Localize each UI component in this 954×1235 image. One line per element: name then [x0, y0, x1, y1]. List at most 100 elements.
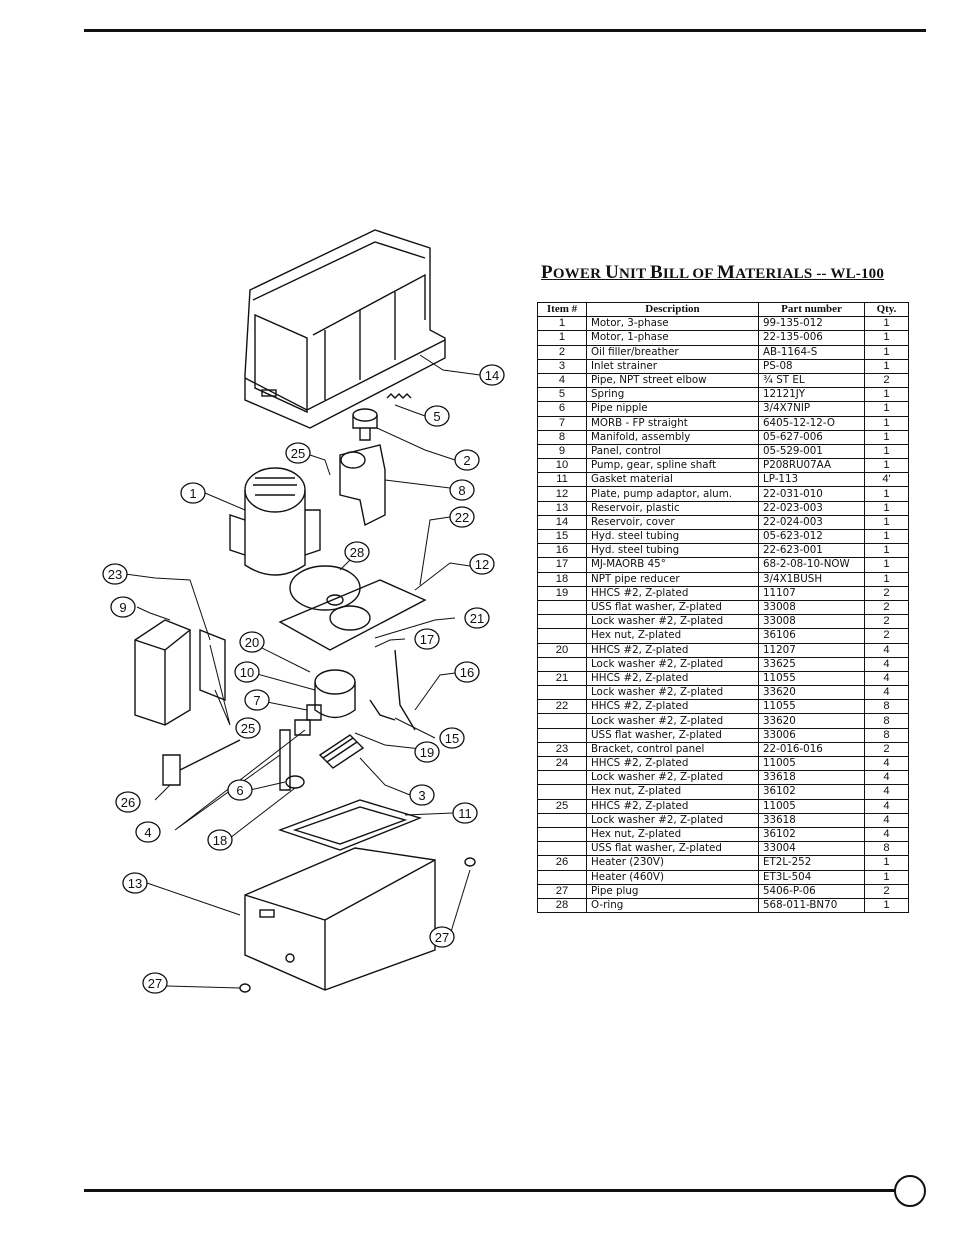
part-number-cell: 22-031-010: [758, 486, 865, 502]
qty-cell: 8: [864, 727, 909, 743]
callout-4: 4: [135, 821, 161, 843]
part-number-cell: 6405-12-12-O: [758, 415, 865, 431]
description-cell: Hex nut, Z-plated: [586, 826, 759, 843]
description-cell: Heater (230V): [586, 855, 759, 871]
qty-cell: 4: [864, 656, 909, 672]
qty-cell: 4: [864, 685, 909, 701]
qty-cell: 8: [864, 713, 909, 729]
spring-part: [386, 393, 412, 399]
item-cell: 12: [537, 486, 587, 502]
svg-text:27: 27: [435, 930, 449, 945]
item-cell: 1: [537, 330, 587, 346]
svg-text:13: 13: [128, 876, 142, 891]
reservoir-cover-part: [244, 229, 446, 429]
item-cell: [537, 628, 587, 644]
description-cell: NPT pipe reducer: [586, 571, 759, 587]
svg-text:14: 14: [485, 368, 499, 383]
part-number-cell: 68-2-08-10-NOW: [758, 557, 865, 573]
qty-cell: 2: [864, 614, 909, 630]
callout-22: 22: [449, 506, 475, 528]
description-cell: Motor, 1-phase: [586, 330, 759, 346]
callout-7: 7: [244, 689, 270, 711]
item-cell: 25: [537, 798, 587, 814]
item-cell: 15: [537, 528, 587, 545]
qty-cell: 1: [864, 897, 909, 914]
pipe-reducer-part: [285, 775, 305, 789]
description-cell: Lock washer #2, Z-plated: [586, 614, 759, 630]
part-number-cell: 33625: [758, 656, 865, 672]
part-number-cell: 33620: [758, 685, 865, 701]
qty-cell: 1: [864, 486, 909, 502]
part-number-cell: 05-529-001: [758, 443, 865, 460]
part-number-cell: 33618: [758, 812, 865, 828]
item-cell: 20: [537, 642, 587, 658]
description-cell: Heater (460V): [586, 869, 759, 885]
qty-cell: 8: [864, 841, 909, 857]
qty-cell: 4: [864, 798, 909, 814]
item-cell: 2: [537, 344, 587, 360]
breather-part: [352, 408, 378, 441]
description-cell: Spring: [586, 387, 759, 403]
bom-title-word-1: POWER: [541, 262, 606, 283]
description-cell: Pipe nipple: [586, 401, 759, 417]
item-cell: 13: [537, 500, 587, 516]
description-cell: Gasket material: [586, 472, 759, 488]
svg-text:16: 16: [460, 665, 474, 680]
qty-cell: 1: [864, 316, 909, 332]
item-cell: 18: [537, 571, 587, 587]
item-cell: 8: [537, 429, 587, 445]
qty-cell: 4: [864, 784, 909, 800]
callout-19: 19: [414, 741, 440, 763]
qty-cell: 2: [864, 599, 909, 616]
pipe-plug-27-lower: [239, 983, 251, 993]
description-cell: USS flat washer, Z-plated: [586, 841, 759, 857]
part-number-cell: AB-1164-S: [758, 344, 865, 360]
qty-cell: 8: [864, 699, 909, 715]
part-number-cell: 12121JY: [758, 387, 865, 403]
svg-text:15: 15: [445, 731, 459, 746]
part-number-cell: 33008: [758, 599, 865, 616]
item-cell: 24: [537, 755, 587, 772]
straight-fitting-part: [306, 704, 322, 721]
callout-25-bottom: 25: [235, 717, 261, 739]
svg-text:11: 11: [458, 806, 472, 821]
header-part-number: Part number: [758, 301, 865, 318]
svg-text:23: 23: [108, 567, 122, 582]
qty-cell: 1: [864, 429, 909, 445]
part-number-cell: 568-011-BN70: [758, 897, 865, 914]
item-cell: [537, 841, 587, 857]
part-number-cell: 33618: [758, 770, 865, 786]
description-cell: Reservoir, plastic: [586, 500, 759, 516]
item-cell: 23: [537, 741, 587, 758]
description-cell: Motor, 3-phase: [586, 316, 759, 332]
part-number-cell: 05-627-006: [758, 429, 865, 445]
pump-part: [314, 669, 356, 719]
qty-cell: 1: [864, 330, 909, 346]
description-cell: Pipe plug: [586, 883, 759, 899]
item-cell: 22: [537, 699, 587, 715]
description-cell: Inlet strainer: [586, 358, 759, 374]
part-number-cell: 22-623-001: [758, 543, 865, 559]
svg-text:20: 20: [245, 635, 259, 650]
qty-cell: 2: [864, 585, 909, 601]
callout-8: 8: [449, 479, 475, 501]
svg-text:3: 3: [418, 788, 425, 803]
description-cell: Hex nut, Z-plated: [586, 628, 759, 644]
callout-9: 9: [110, 596, 136, 618]
svg-text:6: 6: [236, 783, 243, 798]
part-number-cell: 36102: [758, 784, 865, 800]
part-number-cell: 11055: [758, 670, 865, 687]
motor-part: [229, 467, 321, 576]
callout-3: 3: [409, 784, 435, 806]
